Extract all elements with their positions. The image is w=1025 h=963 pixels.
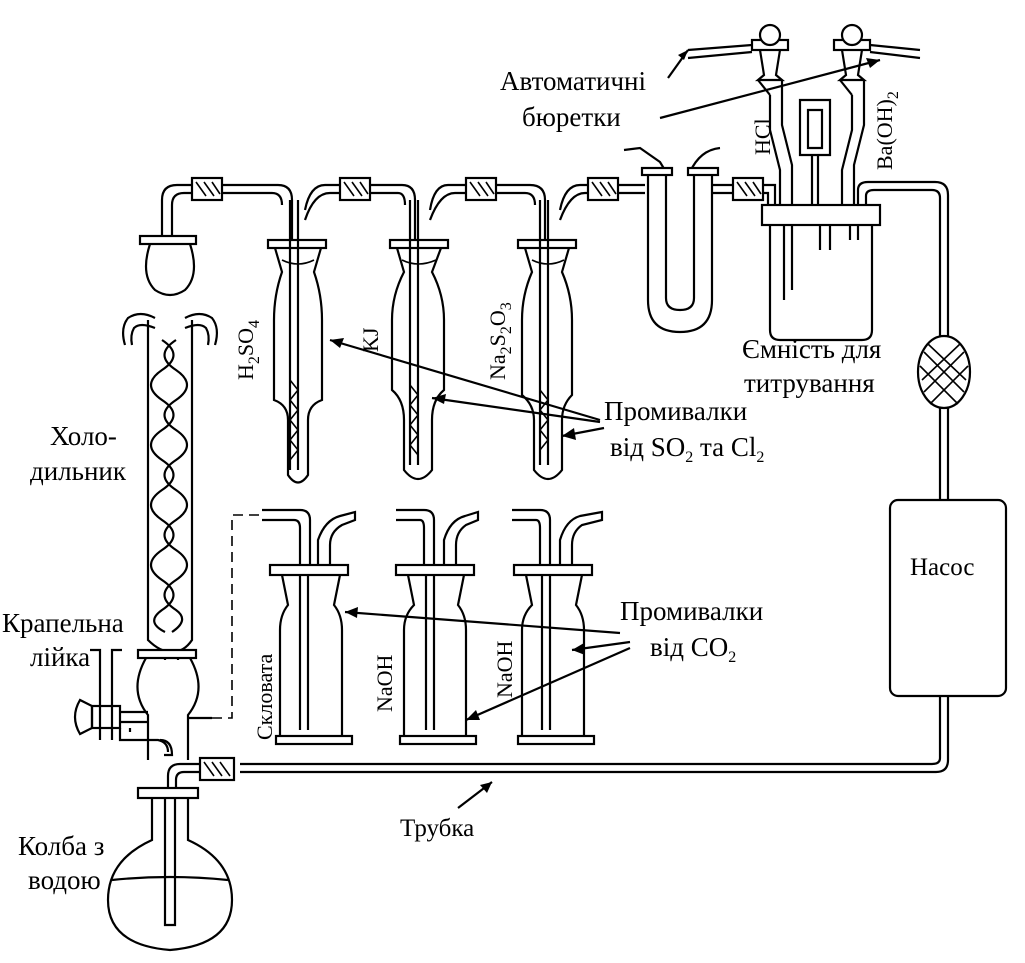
label-burettes-2: бюретки [522,102,621,132]
label-naoh-1: NaOH [372,654,397,712]
label-glass-wool: Скловата [252,653,277,740]
label-washers-so2-2: від SO2 та Cl2 [610,432,764,466]
label-pump: Насос [910,554,974,581]
label-tube: Трубка [400,815,474,842]
label-flask-2: водою [28,865,101,895]
washer-naoh-1 [394,508,480,746]
label-kj: KJ [358,327,383,352]
condenser [121,234,219,660]
label-h2so4: H2SO4 [233,320,263,380]
washer-naoh-2 [512,508,604,746]
label-flask-1: Колба з [18,831,104,861]
washer-kj [388,200,450,481]
label-washers-co2-1: Промивалки [620,596,763,626]
washer-glass-wool [262,508,357,746]
label-condenser-2: дильник [30,456,127,486]
pump [888,334,1008,698]
titration-vessel [687,23,921,342]
connecting-tubes [160,180,950,790]
label-baoh2: Ba(OH)2 [872,91,902,170]
u-tube [623,146,721,334]
label-titration-1: Ємність для [742,334,881,364]
label-washers-so2-1: Промивалки [604,396,747,426]
washer-na2s2o3 [516,200,578,481]
label-na2s2o3: Na2S2O3 [485,302,515,380]
label-washers-co2-2: від CO2 [650,632,736,666]
flask [106,798,234,952]
label-naoh-2: NaOH [492,640,517,698]
label-titration-2: титрування [744,368,875,398]
label-funnel-2: лійка [30,642,90,672]
pointer-arrows [329,49,881,809]
label-funnel-1: Крапельна [2,608,124,638]
label-condenser-1: Холо- [50,421,117,451]
label-hcl: HCl [750,118,775,155]
dropping-funnel [73,514,262,800]
label-burettes-1: Автоматичні [500,66,646,96]
washer-h2so4 [266,200,328,484]
rubber-connectors [190,176,765,782]
